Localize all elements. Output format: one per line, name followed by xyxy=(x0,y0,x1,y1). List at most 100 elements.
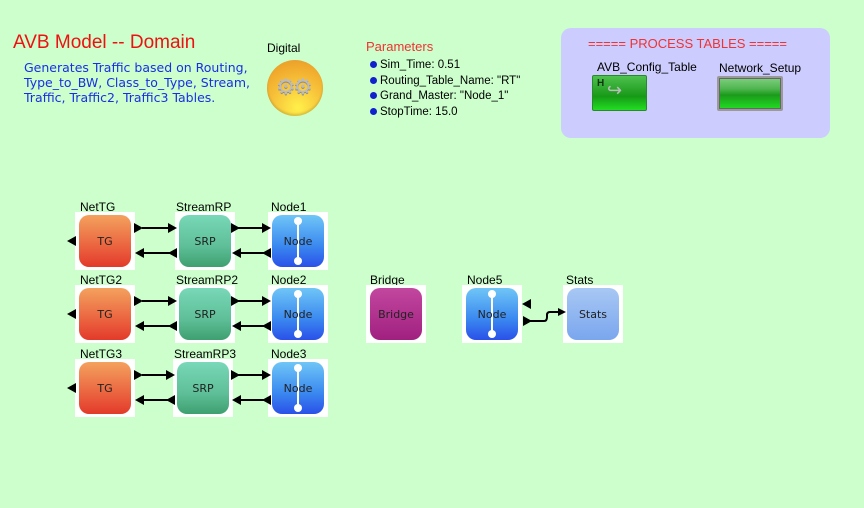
srp-icon: SRP xyxy=(179,215,231,267)
port-icon xyxy=(231,370,240,380)
node-icon: Node xyxy=(272,215,324,267)
connection-line xyxy=(142,374,170,376)
stats-connection-line xyxy=(530,308,566,322)
block-label: StreamRP3 xyxy=(174,347,237,361)
connection-line xyxy=(238,252,266,254)
arrow-left-icon xyxy=(135,321,144,331)
model-description: Generates Traffic based on Routing, Type… xyxy=(24,60,250,105)
arrow-right-icon xyxy=(168,223,177,233)
bullet-icon xyxy=(370,76,377,84)
connection-line xyxy=(238,300,266,302)
tg-icon: TG xyxy=(79,362,131,414)
block-label: Node3 xyxy=(271,347,307,361)
connection-line xyxy=(238,227,266,229)
block-label: Stats xyxy=(566,273,594,287)
bullet-icon xyxy=(370,61,377,68)
node-icon: Node xyxy=(272,362,324,414)
streamrp2-block[interactable]: SRP xyxy=(175,285,235,343)
node1-block[interactable]: Node xyxy=(268,212,328,270)
connection-line xyxy=(142,227,172,229)
port-icon xyxy=(168,248,177,258)
block-label: Bridge xyxy=(370,273,405,287)
bullet-icon xyxy=(370,107,377,115)
bridge-icon: Bridge xyxy=(370,288,422,340)
block-label: NetTG2 xyxy=(80,273,123,287)
arrow-left-icon xyxy=(135,395,144,405)
port-icon xyxy=(134,223,143,233)
parameter-item[interactable]: Grand_Master: "Node_1" xyxy=(370,89,520,105)
model-title: AVB Model -- Domain xyxy=(13,32,196,53)
srp-icon: SRP xyxy=(179,288,231,340)
network-setup-icon[interactable] xyxy=(717,76,783,111)
port-icon xyxy=(166,395,175,405)
parameters-list: Sim_Time: 0.51 Routing_Table_Name: "RT" … xyxy=(370,58,520,120)
parameter-item[interactable]: StopTime: 15.0 xyxy=(370,105,520,121)
streamrp3-block[interactable]: SRP xyxy=(173,359,233,417)
node5-block[interactable]: Node xyxy=(462,285,522,343)
arrow-left-icon xyxy=(135,248,144,258)
connection-line xyxy=(142,325,172,327)
connection-line xyxy=(142,300,172,302)
nettg-block[interactable]: TG xyxy=(75,212,135,270)
block-label: NetTG xyxy=(80,200,116,214)
port-icon xyxy=(231,296,240,306)
arrow-left-icon xyxy=(232,321,241,331)
parameter-item[interactable]: Routing_Table_Name: "RT" xyxy=(370,74,520,90)
connection-line xyxy=(238,399,266,401)
tg-icon: TG xyxy=(79,215,131,267)
block-label: StreamRP2 xyxy=(176,273,239,287)
arrow-right-icon xyxy=(262,370,271,380)
avb-config-table-label: AVB_Config_Table xyxy=(597,60,697,74)
arrow-right-icon xyxy=(262,296,271,306)
stats-icon: Stats xyxy=(567,288,619,340)
connection-line xyxy=(142,399,170,401)
arrow-left-icon xyxy=(232,248,241,258)
node-icon: Node xyxy=(466,288,518,340)
curved-arrow-icon: ↪ xyxy=(607,80,623,100)
srp-icon: SRP xyxy=(177,362,229,414)
arrow-right-icon xyxy=(262,223,271,233)
digital-label: Digital xyxy=(267,41,301,55)
parameter-item[interactable]: Sim_Time: 0.51 xyxy=(370,58,520,74)
port-icon xyxy=(231,223,240,233)
parameters-title: Parameters xyxy=(366,39,434,54)
port-in-icon xyxy=(522,299,531,309)
connection-line xyxy=(238,325,266,327)
block-label: StreamRP xyxy=(176,200,232,214)
port-icon xyxy=(168,321,177,331)
gear-icon: ⚙ xyxy=(276,74,296,99)
node2-block[interactable]: Node xyxy=(268,285,328,343)
arrow-right-icon xyxy=(166,370,175,380)
port-icon xyxy=(262,395,271,405)
process-tables-title: ===== PROCESS TABLES ===== xyxy=(588,36,787,51)
port-out-icon xyxy=(67,309,76,319)
block-label: Node2 xyxy=(271,273,307,287)
stats-block[interactable]: Stats xyxy=(563,285,623,343)
tg-icon: TG xyxy=(79,288,131,340)
port-icon xyxy=(134,370,143,380)
port-icon xyxy=(523,316,532,326)
connection-line xyxy=(142,252,172,254)
bullet-icon xyxy=(370,92,377,99)
port-icon xyxy=(262,248,271,258)
port-out-icon xyxy=(67,383,76,393)
arrow-right-icon xyxy=(168,296,177,306)
node-icon: Node xyxy=(272,288,324,340)
node3-block[interactable]: Node xyxy=(268,359,328,417)
gear-icon: ⚙ xyxy=(293,74,313,99)
port-out-icon xyxy=(67,236,76,246)
port-icon xyxy=(134,296,143,306)
block-label: Node1 xyxy=(271,200,307,214)
block-label: Node5 xyxy=(467,273,503,287)
bridge-block[interactable]: Bridge xyxy=(366,285,426,343)
avb-config-table-icon[interactable]: H ↪ xyxy=(592,75,647,111)
gears-icon[interactable]: ⚙ ⚙ xyxy=(267,60,323,116)
nettg3-block[interactable]: TG xyxy=(75,359,135,417)
arrow-left-icon xyxy=(232,395,241,405)
block-label: NetTG3 xyxy=(80,347,123,361)
connection-line xyxy=(238,374,266,376)
network-setup-label: Network_Setup xyxy=(719,61,802,75)
streamrp-block[interactable]: SRP xyxy=(175,212,235,270)
port-icon xyxy=(262,321,271,331)
nettg2-block[interactable]: TG xyxy=(75,285,135,343)
